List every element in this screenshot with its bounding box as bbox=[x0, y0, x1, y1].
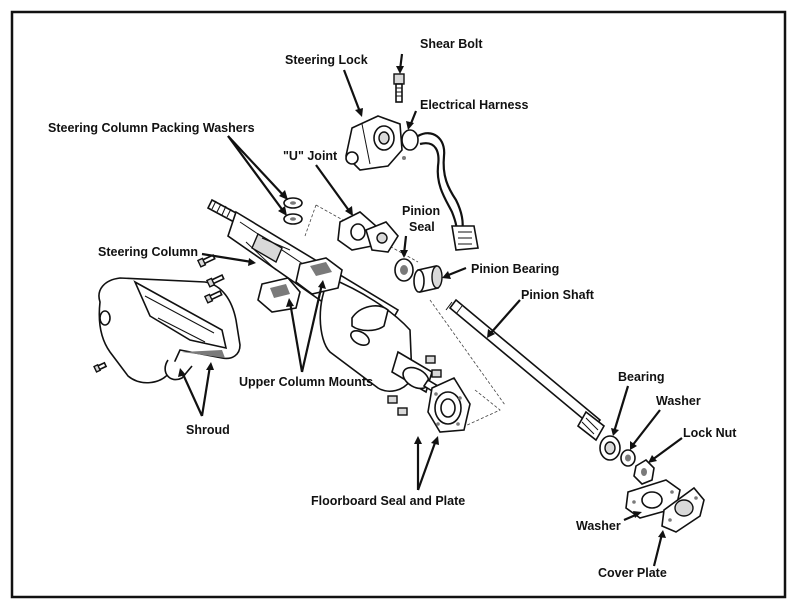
assembly-guide-lines bbox=[304, 204, 506, 433]
pinion-seal-part bbox=[394, 258, 414, 282]
washer-top-part bbox=[620, 449, 636, 467]
label-floorboard-seal-plate: Floorboard Seal and Plate bbox=[311, 494, 465, 508]
bearing-part bbox=[599, 435, 621, 461]
floorboard-seal-plate-part bbox=[427, 376, 471, 433]
label-lock-nut: Lock Nut bbox=[683, 426, 737, 440]
floorboard-nuts bbox=[387, 355, 442, 416]
electrical-harness-part bbox=[401, 129, 479, 251]
label-washer-bottom: Washer bbox=[576, 519, 621, 533]
label-cover-plate: Cover Plate bbox=[598, 566, 667, 580]
label-steering-column: Steering Column bbox=[98, 245, 198, 259]
leader-lines bbox=[178, 53, 683, 567]
label-electrical-harness: Electrical Harness bbox=[420, 98, 528, 112]
packing-washers-part bbox=[283, 197, 303, 225]
diagram-border bbox=[10, 10, 787, 599]
shear-bolt-part bbox=[393, 73, 405, 103]
pinion-shaft-part bbox=[445, 298, 606, 442]
shroud-part bbox=[98, 277, 241, 384]
label-steering-lock: Steering Lock bbox=[285, 53, 368, 67]
labels: Shear Bolt Steering Lock Electrical Harn… bbox=[48, 37, 737, 580]
steering-lock-part bbox=[345, 115, 403, 171]
u-joint-part bbox=[337, 211, 399, 253]
shroud-screws bbox=[93, 254, 225, 373]
label-shear-bolt: Shear Bolt bbox=[420, 37, 483, 51]
label-pinion-seal-line2: Seal bbox=[409, 220, 435, 234]
label-packing-washers: Steering Column Packing Washers bbox=[48, 121, 255, 135]
pinion-bearing-part bbox=[413, 265, 443, 293]
label-shroud: Shroud bbox=[186, 423, 230, 437]
cover-plate-part bbox=[661, 486, 705, 533]
label-washer-top: Washer bbox=[656, 394, 701, 408]
label-pinion-shaft: Pinion Shaft bbox=[521, 288, 595, 302]
label-pinion-seal-line1: Pinion bbox=[402, 204, 440, 218]
label-bearing: Bearing bbox=[618, 370, 665, 384]
label-upper-column-mounts: Upper Column Mounts bbox=[239, 375, 373, 389]
lock-nut-part bbox=[633, 458, 655, 485]
label-pinion-bearing: Pinion Bearing bbox=[471, 262, 559, 276]
label-u-joint: "U" Joint bbox=[283, 149, 338, 163]
